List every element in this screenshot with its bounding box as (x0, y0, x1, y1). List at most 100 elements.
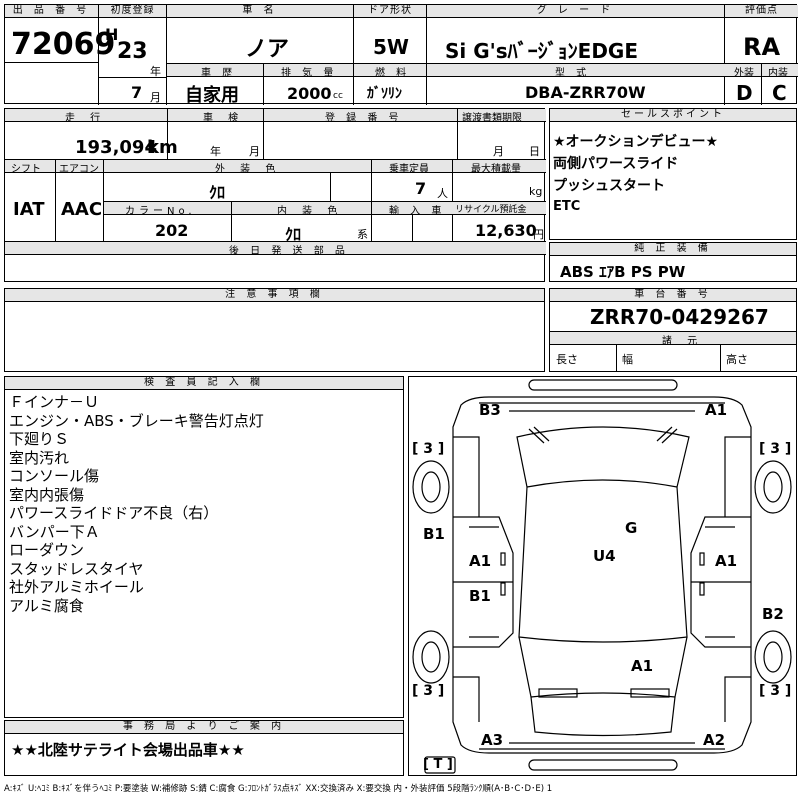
later-parts-label: 後 日 発 送 部 品 (229, 246, 349, 257)
spec-width: 幅 (622, 353, 633, 366)
car-outline-svg (412, 379, 792, 774)
capacity-label: 乗車定員 (389, 164, 429, 175)
genuine-equipment-block: 純 正 装 備 ABS ｴｱB PS PW (549, 242, 797, 282)
displacement-label: 排 気 量 (281, 68, 338, 79)
insp-month: 月 (249, 145, 260, 158)
mark-a1-front-right: A1 (705, 401, 728, 419)
max-load-unit: kg (529, 185, 543, 198)
mark-a1-center: A1 (631, 657, 654, 675)
tire-rear-right: [ 3 ] (759, 683, 792, 699)
mark-g: G (625, 519, 638, 537)
mark-a3: A3 (481, 731, 504, 749)
mark-a1-right: A1 (715, 552, 738, 570)
door-label: ドア形状 (354, 5, 426, 18)
sales-point-2: 両側パワースライド (553, 156, 679, 172)
displacement-unit: cc (333, 91, 343, 101)
inspector-label: 検 査 員 記 入 欄 (5, 377, 403, 390)
color-no: 202 (155, 221, 189, 240)
score-label: 評価点 (725, 5, 798, 18)
damage-diagram: B3 A1 [ 3 ] [ 3 ] B1 G U4 A1 A1 B1 B2 A1… (408, 376, 797, 776)
spec-length: 長さ (556, 353, 578, 366)
inspector-line: 下廻りＳ (9, 430, 70, 448)
int-grade: C (772, 81, 787, 105)
history: 自家用 (185, 85, 239, 106)
chassis-block: 車 台 番 号 ZRR70-0429267 諸 元 長さ 幅 高さ (549, 288, 797, 372)
legend: A:ｷｽﾞ U:ﾍｺﾐ B:ｷｽﾞを伴うﾍｺﾐ P:要塗装 W:補修跡 S:錆 … (4, 784, 553, 794)
grade-label: グ レ ー ド (427, 5, 724, 18)
int-color-label: 内 装 色 (277, 206, 344, 217)
transfer-month: 月 (493, 145, 504, 158)
mileage-label: 走 行 (65, 113, 107, 124)
transfer-day: 日 (529, 145, 540, 158)
mark-b3: B3 (479, 401, 501, 419)
mark-b2: B2 (762, 605, 784, 623)
model: DBA-ZRR70W (525, 83, 646, 102)
mark-u4: U4 (593, 547, 616, 565)
capacity-unit: 人 (437, 187, 448, 200)
inspector-line: 室内汚れ (9, 448, 70, 467)
year-unit: 年 (150, 65, 161, 78)
capacity: 7 (415, 179, 427, 198)
inspector-line: Ｆインナ－Ｕ (9, 393, 100, 411)
grade: Si G'sﾊﾞｰｼﾞｮﾝEDGE (445, 39, 639, 63)
mark-a2: A2 (703, 731, 726, 749)
vehicle-detail-block: 走 行 193,094 km 車 検 年 月 登 録 番 号 譲渡書類期限 月 … (4, 108, 546, 282)
inspector-line: ローダウン (9, 541, 85, 559)
ac-label: エアコン (59, 164, 99, 175)
car-name: ノア (245, 37, 290, 62)
spare-tire: [ T ] (423, 757, 453, 772)
spec-label: 諸 元 (662, 336, 704, 347)
ext-label: 外装 (734, 68, 754, 79)
model-label: 型 式 (555, 68, 591, 79)
month-unit: 月 (150, 91, 161, 104)
genuine-label: 純 正 装 備 (550, 243, 796, 256)
year-num: 23 (117, 39, 148, 64)
inspector-line: エンジン・ABS・ブレーキ警告灯点灯 (9, 411, 264, 430)
int-label: 内装 (768, 68, 788, 79)
era: H (105, 25, 119, 44)
sales-point-3: プッシュスタート (553, 178, 665, 194)
sales-point-1: ★オークションデビュー★ (553, 134, 719, 150)
spec-height: 高さ (726, 353, 748, 366)
ext-grade: D (736, 81, 753, 105)
shift-label: シフト (11, 164, 41, 175)
fuel-label: 燃 料 (375, 68, 411, 79)
office-block: 事 務 局 よ り ご 案 内 ★★北陸サテライト会場出品車★★ (4, 720, 404, 776)
recycle-label: リサイクル預託金 (455, 205, 527, 215)
tire-front-right: [ 3 ] (759, 441, 792, 457)
ext-color: ｸﾛ (209, 183, 226, 202)
chassis-label: 車 台 番 号 (550, 289, 796, 302)
mark-b1-left-rear: B1 (469, 587, 491, 605)
color-no-label: カラーNo. (125, 206, 196, 217)
sales-point-4: ETC (553, 199, 581, 214)
notes-label: 注 意 事 項 欄 (5, 289, 544, 302)
reg-no-label: 登 録 番 号 (325, 113, 403, 124)
door: 5W (373, 35, 409, 59)
inspector-line: スタッドレスタイヤ (9, 559, 144, 578)
insp-year: 年 (210, 145, 221, 158)
int-color-unit: 系 (357, 228, 368, 241)
lot-no-label: 出 品 番 号 (5, 5, 98, 18)
month-num: 7 (131, 83, 143, 102)
recycle-unit: 円 (533, 228, 544, 241)
sales-points-label: セールスポイント (550, 109, 796, 122)
mileage-unit: km (147, 137, 178, 158)
shift: IAT (13, 199, 45, 220)
office-value: ★★北陸サテライト会場出品車★★ (11, 741, 245, 759)
tire-rear-left: [ 3 ] (412, 683, 445, 699)
inspector-line: 室内内張傷 (9, 485, 85, 504)
max-load-label: 最大積載量 (471, 164, 521, 175)
inspector-line: バンパー下Ａ (9, 522, 100, 541)
mark-a1-left: A1 (469, 552, 492, 570)
score: RA (743, 33, 781, 61)
recycle: 12,630 (475, 221, 537, 240)
ac: AAC (61, 199, 103, 220)
inspector-block: 検 査 員 記 入 欄 Ｆインナ－Ｕ エンジン・ABS・ブレーキ警告灯点灯 下廻… (4, 376, 404, 718)
tire-front-left: [ 3 ] (412, 441, 445, 457)
transfer-label: 譲渡書類期限 (462, 113, 522, 124)
lot-no: 72069 (11, 27, 116, 62)
office-label: 事 務 局 よ り ご 案 内 (5, 721, 403, 734)
fuel: ｶﾞｿﾘﾝ (367, 86, 402, 102)
notes-block: 注 意 事 項 欄 (4, 288, 545, 372)
inspection-label: 車 検 (203, 113, 245, 124)
